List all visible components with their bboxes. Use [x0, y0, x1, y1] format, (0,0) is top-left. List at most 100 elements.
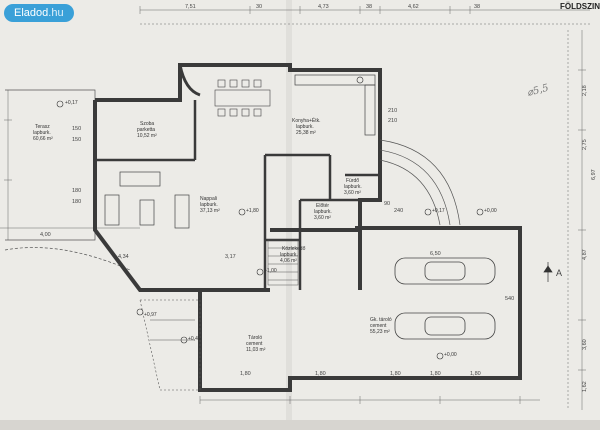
room-label-garage: Gk. tároló cement 55,23 m²: [370, 317, 392, 335]
dim-top-6: 38: [474, 4, 480, 10]
kitchen-counters: [294, 74, 376, 136]
room-floor: lapburk.: [314, 209, 332, 215]
dimension-chain-right: [567, 30, 586, 410]
level-7: +0,45: [188, 336, 201, 342]
dim-top-2: 30: [256, 4, 262, 10]
watermark-badge: Eladod.hu: [4, 4, 74, 22]
level-2: +1,80: [246, 208, 259, 214]
room-name: Közlekedő: [282, 246, 306, 252]
room-name: Konyha+Étk.: [292, 117, 321, 124]
dim-misc-2: 4,34: [118, 254, 129, 260]
dim-misc-6: 210: [388, 108, 397, 114]
dim-left-4: 180: [72, 199, 81, 205]
dim-right-3: 6,97: [591, 169, 597, 180]
dim-left-3: 180: [72, 188, 81, 194]
room-area: 60,66 m²: [33, 136, 53, 142]
dim-misc-3: 3,17: [225, 254, 236, 260]
watermark-suffix: .hu: [48, 7, 64, 19]
room-area: 25,38 m²: [296, 130, 316, 136]
level-6: +0,00: [444, 352, 457, 358]
room-area: 4,06 m²: [280, 258, 297, 264]
room-name: Tároló: [248, 335, 262, 341]
dim-misc-1: 4,00: [40, 232, 51, 238]
room-name: Szoba: [140, 121, 154, 127]
dimension-chain-left: [0, 90, 140, 240]
room-floor: lapburk.: [200, 202, 218, 208]
dining-bay-window: [178, 64, 201, 97]
paper-edge-bottom: [0, 420, 600, 430]
sheet-title: FÖLDSZIN: [560, 2, 600, 11]
room-label-corridor: Közlekedő lapburk. 4,06 m²: [280, 246, 306, 264]
dim-left-1: 150: [72, 126, 81, 132]
dimension-chain-top: [139, 6, 590, 25]
room-area: 10,52 m²: [137, 133, 157, 139]
room-name: Terasz: [35, 124, 50, 130]
room-area: 55,23 m²: [370, 329, 390, 335]
dim-bottom-4: 1,80: [430, 371, 441, 377]
dim-top-4: 38: [366, 4, 372, 10]
room-label-bathroom: Fürdő lapburk. 3,60 m²: [344, 178, 362, 196]
room-floor: cement: [370, 323, 387, 329]
dim-misc-4: 6,50: [430, 251, 441, 257]
level-1: +0,17: [65, 100, 78, 106]
dim-right-6: 1,62: [582, 381, 588, 392]
dim-bottom-2: 1,80: [315, 371, 326, 377]
room-label-living-room: Nappali lapburk. 37,13 m²: [200, 196, 220, 214]
room-area: 37,13 m²: [200, 208, 220, 214]
handwritten-note: ⌀5,5: [526, 83, 550, 99]
dim-right-5: 3,60: [582, 339, 588, 350]
section-marker: A: [556, 268, 562, 278]
room-label-kitchen-dining: Konyha+Étk. lapburk. 25,38 m²: [292, 117, 321, 136]
room-floor: lapburk.: [344, 184, 362, 190]
room-name: Gk. tároló: [370, 317, 392, 323]
room-floor: parketta: [137, 127, 155, 133]
room-floor: lapburk.: [280, 252, 298, 258]
dimension-chain-bottom: [199, 396, 540, 404]
dim-bottom-3: 1,80: [390, 371, 401, 377]
exterior-walls: [93, 63, 522, 392]
room-area: 3,60 m²: [344, 190, 361, 196]
room-label-storage: Tároló cement 11,03 m²: [246, 335, 266, 353]
dim-top-5: 4,62: [408, 4, 419, 10]
room-label-entry-hall: Előtér lapburk. 3,60 m²: [314, 203, 332, 221]
dim-right-2: 2,75: [582, 139, 588, 150]
room-floor: lapburk.: [296, 124, 314, 130]
front-ramp: [139, 299, 201, 391]
room-area: 3,60 m²: [314, 215, 331, 221]
level-marker-symbols: [56, 100, 484, 360]
dining-table: [214, 79, 271, 117]
room-label-terrace: Terasz lapburk. 60,66 m²: [33, 124, 53, 142]
living-room-furniture: [104, 171, 190, 229]
dim-right-1: 2,18: [582, 85, 588, 96]
interior-walls: [95, 100, 380, 290]
terrace-outline: [4, 89, 131, 271]
room-floor: lapburk.: [33, 130, 51, 136]
dim-top-1: 7,51: [185, 4, 196, 10]
room-floor: cement: [246, 341, 263, 347]
dim-bottom-5: 1,80: [470, 371, 481, 377]
level-3: +1,00: [264, 268, 277, 274]
garage-cars: [394, 257, 496, 340]
paper-fold: [286, 0, 292, 430]
room-name: Fürdő: [346, 178, 359, 184]
room-area: 11,03 m²: [246, 347, 266, 353]
room-label-bedroom: Szoba parketta 10,52 m²: [137, 121, 157, 139]
room-name: Előtér: [316, 203, 329, 209]
dim-top-3: 4,73: [318, 4, 329, 10]
dim-right-4: 4,87: [582, 249, 588, 260]
section-marker-group: [543, 262, 553, 282]
dim-misc-8: 90: [384, 201, 390, 207]
dim-misc-5: 540: [505, 296, 514, 302]
level-8: +0,97: [144, 312, 157, 318]
entrance-steps-arc: [379, 139, 461, 226]
level-5: +0,17: [432, 208, 445, 214]
staircase: [267, 239, 299, 286]
dim-misc-9: 240: [394, 208, 403, 214]
dim-left-2: 150: [72, 137, 81, 143]
dim-bottom-1: 1,80: [240, 371, 251, 377]
watermark-brand: Eladod: [14, 7, 49, 19]
level-4: +0,00: [484, 208, 497, 214]
room-name: Nappali: [200, 196, 217, 202]
